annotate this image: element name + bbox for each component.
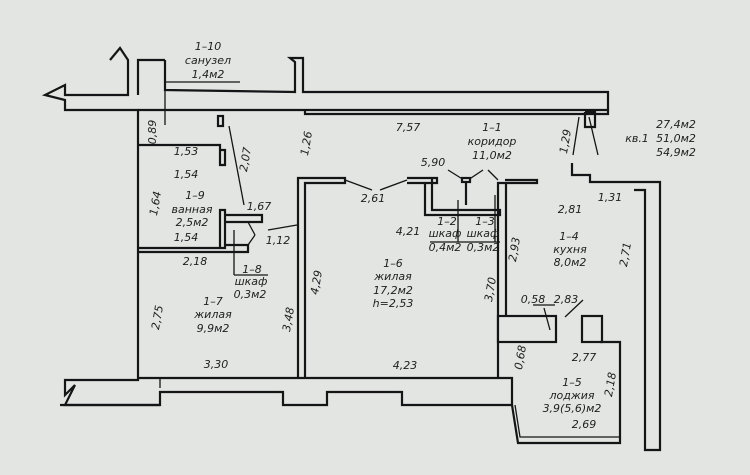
dimension: 2,71 (617, 241, 634, 267)
room-name: ванная (172, 203, 213, 216)
dimension: 2,18 (602, 371, 619, 397)
dimension: 0,89 (146, 120, 159, 145)
room-number: 1–7 (203, 295, 223, 308)
room-area: 0,4м2 (429, 241, 462, 254)
room-area: 0,3м2 (467, 241, 500, 254)
room-name: лоджия (548, 389, 594, 402)
dimension: 5,90 (421, 156, 446, 169)
room-area: 9,9м2 (197, 322, 230, 335)
room-name: жилая (193, 308, 232, 321)
room-name: шкаф (429, 227, 462, 240)
room-name: кухня (553, 243, 587, 256)
dimension: 2,69 (572, 418, 597, 431)
room-number: 1–2 (437, 215, 457, 228)
dimension: 2,83 (554, 293, 579, 306)
dimension: 2,81 (558, 203, 583, 216)
room-number: 1–9 (185, 189, 205, 202)
dimension: 1,64 (147, 190, 164, 216)
apartment-label: кв.1 (625, 132, 649, 145)
dimensions: 0,89 1,53 1,54 2,07 1,26 7,57 5,90 1,29 … (146, 120, 634, 431)
dimension: 0,58 (521, 293, 546, 306)
room-name: жилая (373, 270, 412, 283)
dimension: 2,93 (506, 236, 523, 262)
dimension: 1,54 (174, 168, 199, 181)
dimension: 2,18 (183, 255, 208, 268)
dimension: 2,61 (361, 192, 386, 205)
apartment-area: 27,4м2 (656, 118, 696, 131)
room-number: 1–3 (475, 215, 495, 228)
dimension: 1,67 (247, 200, 272, 213)
room-name: коридор (468, 135, 517, 148)
dimension: 4,29 (308, 269, 325, 295)
apartment-area: 51,0м2 (656, 132, 696, 145)
room-number: 1–10 (195, 40, 222, 53)
dimension: 1,53 (174, 145, 199, 158)
room-area: 17,2м2 (373, 284, 413, 297)
room-area: 2,5м2 (176, 216, 209, 229)
room-number: 1–1 (482, 121, 502, 134)
dimension: 2,77 (572, 351, 597, 364)
dimension: 1,29 (557, 128, 574, 154)
room-height: h=2,53 (373, 297, 414, 310)
room-number: 1–4 (559, 230, 579, 243)
labels: 1–10 санузел 1,4м2 кв.1 27,4м2 51,0м2 54… (172, 40, 696, 415)
room-number: 1–6 (383, 257, 403, 270)
room-name: санузел (185, 54, 231, 67)
dimension: 1,26 (298, 130, 315, 156)
dimension: 2,07 (237, 146, 254, 172)
dimension: 3,30 (204, 358, 229, 371)
dimension: 3,48 (280, 306, 297, 332)
room-number: 1–5 (562, 376, 582, 389)
dimension: 4,23 (393, 359, 418, 372)
dimension: 3,70 (482, 276, 499, 302)
room-area: 11,0м2 (472, 149, 512, 162)
room-name: шкаф (235, 275, 268, 288)
room-number: 1–8 (242, 263, 262, 276)
room-area: 8,0м2 (554, 256, 587, 269)
dimension: 1,31 (598, 191, 623, 204)
dimension: 7,57 (396, 121, 421, 134)
room-area: 0,3м2 (234, 288, 267, 301)
room-name: шкаф (467, 227, 500, 240)
walls (41, 46, 662, 452)
dimension: 1,12 (266, 234, 291, 247)
room-area: 1,4м2 (192, 68, 225, 81)
dimension: 4,21 (396, 225, 421, 238)
room-area: 3,9(5,6)м2 (543, 402, 602, 415)
apartment-area: 54,9м2 (656, 146, 696, 159)
dimension: 1,54 (174, 231, 199, 244)
dimension: 2,75 (149, 304, 166, 330)
dimension: 0,68 (512, 344, 529, 370)
